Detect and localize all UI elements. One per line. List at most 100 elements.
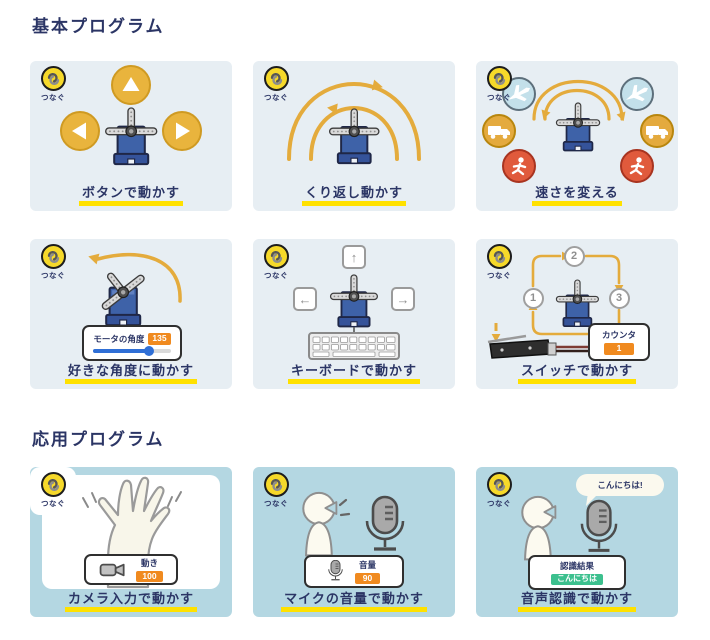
connect-badge: つなぐ [36,472,70,509]
applied-row: 動き 100 つなぐ カメラ入力で動かす [30,467,682,617]
servo-icon [330,109,379,163]
wire-icon [556,345,588,353]
connect-label: つなぐ [41,93,65,102]
motor-angle-value: 135 [148,333,171,345]
basic-row-1: つなぐ ボタンで動かす つなぐ くり返し動かす [30,61,682,211]
recognition-label: 認識結果 [559,561,594,572]
card-label: 速さを変える [476,182,678,206]
connect-label: つなぐ [41,271,65,280]
program-card-repeat[interactable]: つなぐ くり返し動かす [253,61,455,211]
link-coin-icon [486,244,512,269]
connect-label: つなぐ [41,499,65,508]
connect-label: つなぐ [264,93,288,102]
truck-icon [482,114,516,148]
connect-label: つなぐ [487,499,511,508]
motion-value: 100 [136,570,163,583]
motor-angle-label: モータの角度 [93,334,145,344]
connect-badge: つなぐ [482,244,516,281]
program-card-mic-volume[interactable]: 音量 90 つなぐ マイクの音量で動かす [253,467,455,617]
recognition-panel: 認識結果 こんにちは [528,555,626,590]
section-title-basic: 基本プログラム [32,17,165,36]
repeat-arrows-icon [287,82,421,161]
counter-value: 1 [603,343,635,355]
motion-label: 動き [140,557,158,568]
link-coin-icon [486,472,512,497]
program-card-switch[interactable]: 2 1 3 カウンタ 1 つなぐ スイッチで動かす [476,239,678,389]
card-label: 音声認識で動かす [476,588,678,612]
person-icon [521,495,557,561]
counter-panel: カウンタ 1 [588,323,650,361]
person-icon [302,491,338,557]
link-coin-icon [486,66,512,91]
airplane-icon [620,77,654,111]
volume-panel: 音量 90 [304,555,404,588]
card-label: キーボードで動かす [253,360,455,384]
microphone-icon [580,499,618,552]
program-card-angle[interactable]: モータの角度 135 つなぐ 好きな角度に動かす [30,239,232,389]
left-button-icon [60,111,100,151]
switch-icon [487,334,557,359]
connect-badge: つなぐ [259,472,293,509]
angle-slider [93,346,171,356]
connect-badge: つなぐ [259,66,293,103]
connect-badge: つなぐ [259,244,293,281]
servo-icon [556,280,598,326]
link-coin-icon [263,472,289,497]
connect-label: つなぐ [264,271,288,280]
section-title-applied: 応用プログラム [32,430,165,449]
connect-label: つなぐ [487,271,511,280]
link-coin-icon [263,66,289,91]
speech-bubble-tail [586,495,597,506]
program-card-keyboard[interactable]: ↑ ← → つなぐ キーボードで動かす [253,239,455,389]
link-coin-icon [40,244,66,269]
servo-icon [88,257,148,327]
card-label: カメラ入力で動かす [30,588,232,612]
motor-angle-panel: モータの角度 135 [82,325,182,361]
connect-badge: つなぐ [36,66,70,103]
speech-bubble: こんにちは! [576,474,664,496]
runner-icon [620,149,654,183]
card-label: ボタンで動かす [30,182,232,206]
card-label: 好きな角度に動かす [30,360,232,384]
servo-icon [556,103,599,151]
link-coin-icon [263,244,289,269]
up-arrow-key-icon: ↑ [342,245,366,269]
speech-marks-icon [338,498,351,517]
runner-icon [502,149,536,183]
mic-volume-illustration [302,491,405,557]
program-card-voice-recognition[interactable]: こんにちは! 認識結果 こんにちは つなぐ 音声認識で動かす [476,467,678,617]
connect-label: つなぐ [264,499,288,508]
keyboard-icon [308,332,400,360]
servo-icon [106,108,157,164]
left-arrow-key-icon: ← [293,287,317,311]
volume-value: 90 [354,572,381,585]
program-card-speed[interactable]: つなぐ 速さを変える [476,61,678,211]
step-2: 2 [563,245,585,267]
recognition-value: こんにちは [551,574,603,585]
button-control-illustration [60,65,202,211]
program-card-button-control[interactable]: つなぐ ボタンで動かす [30,61,232,211]
program-card-camera[interactable]: 動き 100 つなぐ カメラ入力で動かす [30,467,232,617]
step-3: 3 [608,287,630,309]
card-label: スイッチで動かす [476,360,678,384]
card-label: マイクの音量で動かす [253,588,455,612]
slider-thumb [144,346,155,356]
video-camera-icon [100,563,125,576]
step-1: 1 [522,287,544,309]
link-coin-icon [40,66,66,91]
basic-row-2: モータの角度 135 つなぐ 好きな角度に動かす [30,239,682,389]
angle-illustration [86,251,182,327]
airplane-icon [502,77,536,111]
repeat-illustration [287,79,421,211]
keyboard-illustration [308,239,400,360]
counter-label: カウンタ [601,330,636,341]
right-button-icon [162,111,202,151]
link-coin-icon [40,472,66,497]
truck-icon [640,114,674,148]
connect-badge: つなぐ [482,472,516,509]
connect-badge: つなぐ [482,66,516,103]
up-button-icon [111,65,151,105]
page: 基本プログラム [30,17,682,617]
servo-icon [331,275,378,326]
motion-panel: 動き 100 [84,554,178,585]
